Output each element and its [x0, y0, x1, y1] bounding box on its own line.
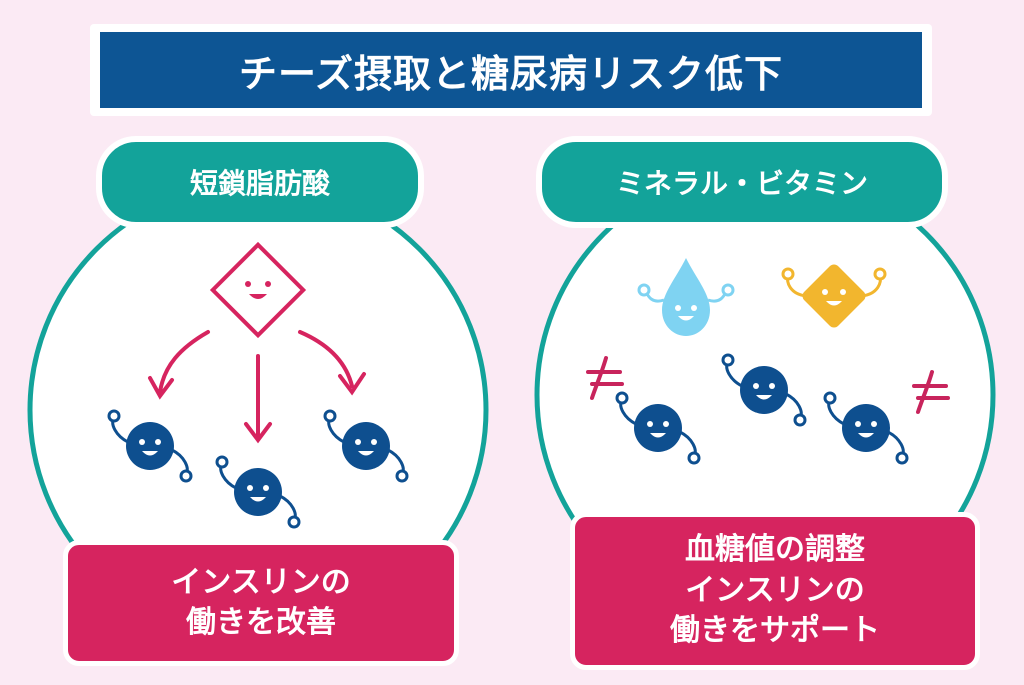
left-panel-label: 短鎖脂肪酸	[96, 136, 424, 228]
right-panel-label: ミネラル・ビタミン	[536, 136, 948, 228]
water-drop-character	[637, 258, 735, 336]
caption-line: 血糖値の調整	[685, 532, 865, 568]
caption-line: 働きをサポート	[670, 613, 880, 649]
caption-line: インスリンの	[685, 572, 865, 608]
title-frame: チーズ摂取と糖尿病リスク低下	[90, 24, 932, 116]
right-caption-box: 血糖値の調整 インスリンの 働きをサポート	[570, 512, 980, 670]
fatty-acid-character	[209, 241, 307, 339]
caption-line: 働きを改善	[186, 605, 336, 640]
arrows	[148, 330, 366, 444]
caption-line: インスリンの	[171, 564, 351, 600]
left-caption-box: インスリンの 働きを改善	[63, 540, 459, 666]
mineral-character	[781, 264, 887, 328]
page-title: チーズ摂取と糖尿病リスク低下	[100, 32, 922, 108]
